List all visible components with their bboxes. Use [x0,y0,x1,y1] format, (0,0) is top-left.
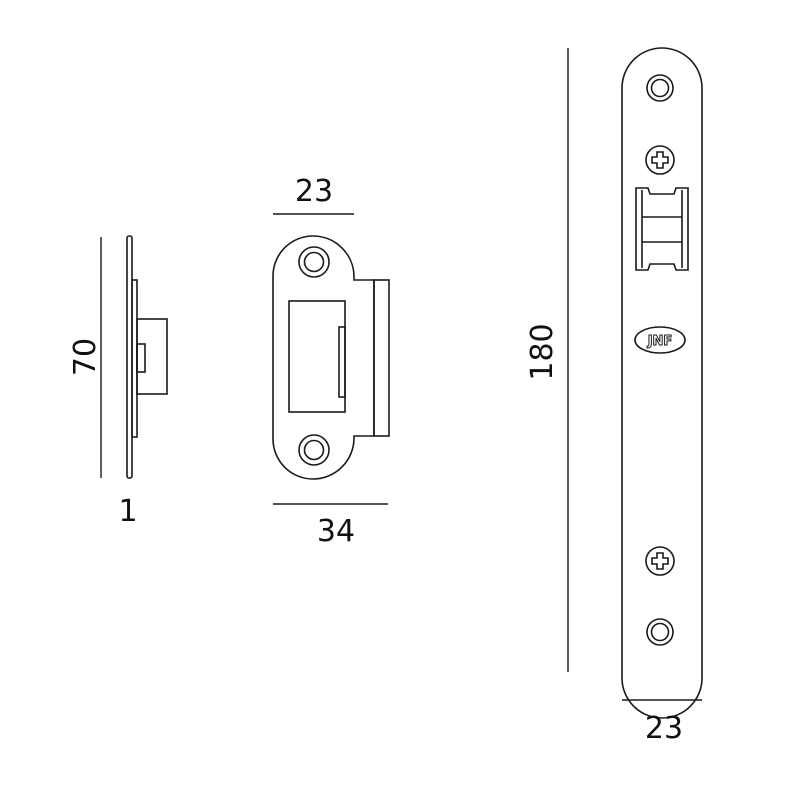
screw-hole-icon [298,246,330,278]
lock-faceplate: 180 JNF 23 [525,47,703,746]
screw-hole-icon [646,618,674,646]
faceplate-outline [621,47,703,719]
phillips-screw-icon [645,145,675,175]
svg-text:JNF: JNF [647,334,673,349]
side-tab [136,343,146,373]
strike-opening [288,300,346,413]
jnf-logo: JNF [634,326,686,354]
phillips-screw-icon [645,546,675,576]
top-width-label: 23 [295,174,333,209]
total-width-label: 34 [317,514,355,549]
side-box [136,318,168,395]
faceplate-width-label: 23 [645,711,683,746]
screw-hole-icon [646,74,674,102]
strike-plate-outline [272,235,375,480]
thickness-label: 1 [118,494,137,529]
strike-lip [373,279,390,437]
strike-plate-front: 23 34 [272,174,390,549]
strike-slot [338,326,346,398]
height-label: 70 [68,338,103,376]
strike-side-view: 70 1 [68,235,168,529]
faceplate-height-label: 180 [525,323,560,380]
screw-hole-icon [298,434,330,466]
latch-bolt [635,187,689,271]
